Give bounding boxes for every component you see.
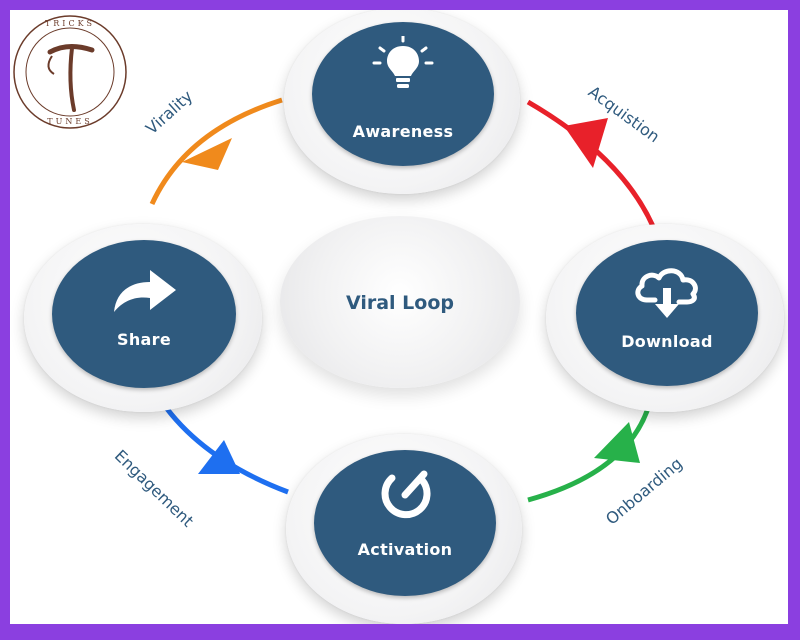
diagram-canvas: TRICKS TUNES Viral Loop Awareness Downlo… xyxy=(10,10,788,624)
awareness-label: Awareness xyxy=(352,122,454,141)
activation-node[interactable]: Activation xyxy=(314,450,496,596)
virality-arc xyxy=(149,97,283,206)
share-label: Share xyxy=(117,330,171,349)
engagement-arrowhead xyxy=(198,440,240,474)
center-hub: Viral Loop xyxy=(280,216,520,388)
download-label: Download xyxy=(621,332,713,351)
download-node[interactable]: Download xyxy=(576,240,758,386)
acquisition-arrowhead xyxy=(564,118,608,168)
share-node[interactable]: Share xyxy=(52,240,236,388)
cloud-download-icon xyxy=(635,268,698,318)
onboarding-arrowhead xyxy=(594,422,640,463)
activation-label: Activation xyxy=(357,540,453,559)
logo-text-top: TRICKS xyxy=(45,19,95,28)
power-icon xyxy=(381,470,431,519)
center-label: Viral Loop xyxy=(345,292,455,314)
brand-logo: TRICKS TUNES xyxy=(13,15,127,129)
share-arrow-icon xyxy=(114,270,176,312)
logo-text-bottom: TUNES xyxy=(47,117,92,126)
virality-arrowhead xyxy=(182,138,232,170)
lightbulb-icon xyxy=(372,36,434,88)
onboarding-arc xyxy=(527,401,653,503)
awareness-node[interactable]: Awareness xyxy=(312,22,494,166)
acquisition-arc xyxy=(526,99,660,237)
